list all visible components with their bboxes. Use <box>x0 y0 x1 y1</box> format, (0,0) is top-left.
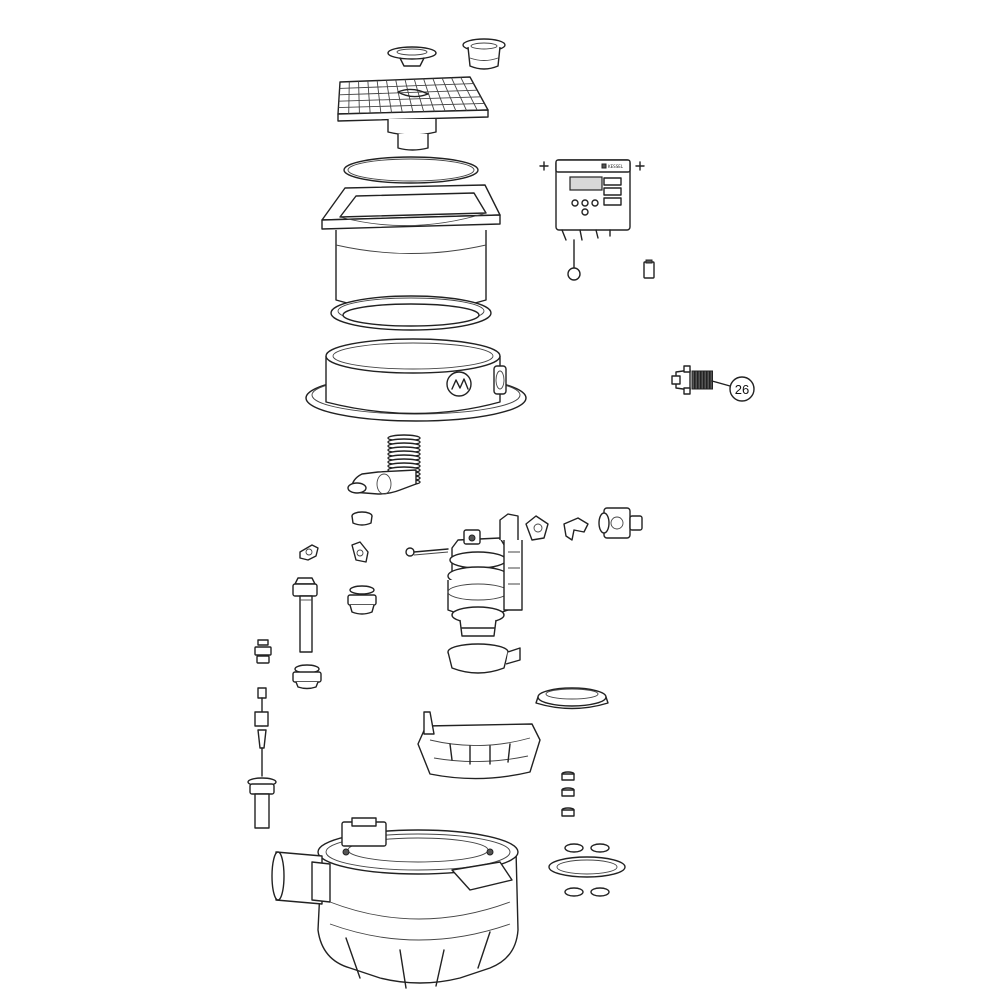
small-nut-3-part <box>561 807 575 817</box>
vent-pipe-part <box>292 577 318 653</box>
top-frame-cylinder-part <box>321 184 501 312</box>
float-sensor-rod-part <box>254 687 269 777</box>
callout-26-number: 26 <box>735 382 749 397</box>
ring-gasket-part <box>343 156 479 184</box>
union-nut-part <box>292 664 322 690</box>
control-unit-part: KESSEL <box>539 159 645 281</box>
grate-cover-part <box>337 76 489 151</box>
flange-gasket-part <box>548 856 626 878</box>
oval-seal-plate-part <box>535 687 609 710</box>
seal-cap-part <box>387 46 437 67</box>
small-seal-pair-top-part <box>564 843 610 853</box>
inner-tray-part <box>417 711 541 780</box>
hose-clamp-left-part <box>299 544 319 561</box>
small-fitting-part <box>254 639 272 664</box>
callout-26: 26 <box>711 376 755 402</box>
main-tank-part <box>271 817 519 989</box>
controller-brand-label: KESSEL <box>608 164 624 169</box>
coupling-part <box>351 511 373 526</box>
threaded-nut-part <box>347 585 377 615</box>
pump-unit-part <box>447 513 523 637</box>
pump-link-clip-part <box>525 515 549 541</box>
pump-basket-part <box>447 643 521 674</box>
hose-clamp-right-part <box>351 541 369 563</box>
profile-seal-part <box>330 295 492 331</box>
shaft-body-part <box>305 338 527 422</box>
small-nut-1-part <box>561 771 575 781</box>
probe-cable-part <box>405 547 449 557</box>
sleeve-part <box>462 38 506 70</box>
lower-sleeve-part <box>247 777 277 829</box>
level-sensor-part-26 <box>671 365 713 395</box>
pump-clamp-part <box>563 517 589 541</box>
battery-part <box>643 259 655 279</box>
small-seal-pair-bottom-part <box>564 887 610 897</box>
small-nut-2-part <box>561 787 575 797</box>
corrugated-hose-part <box>347 434 421 495</box>
check-valve-part <box>598 507 643 539</box>
